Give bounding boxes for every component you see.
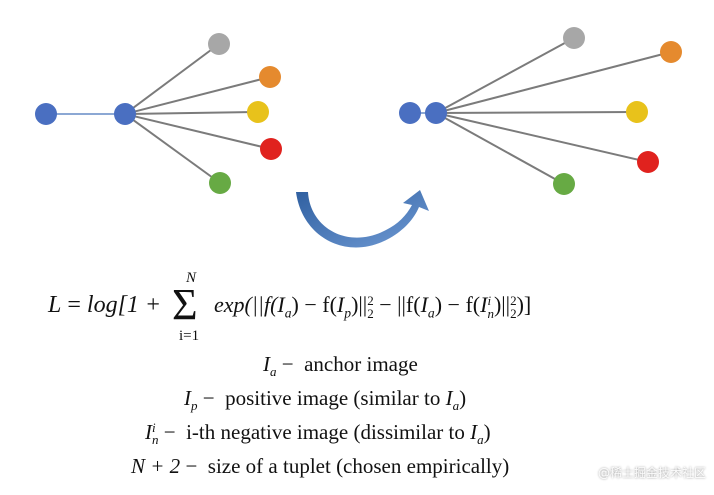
edge-red bbox=[124, 113, 272, 150]
watermark: @稀土掘金技术社区 bbox=[597, 466, 706, 480]
green-node bbox=[209, 172, 231, 194]
yellow-node bbox=[626, 101, 648, 123]
legend-anchor: Ia − anchor image bbox=[263, 352, 418, 380]
sum-lower-limit: i=1 bbox=[179, 328, 200, 344]
edge-green bbox=[435, 112, 565, 185]
anchor-node bbox=[399, 102, 421, 124]
edge-red bbox=[435, 112, 649, 163]
red-node bbox=[637, 151, 659, 173]
edge-yellow bbox=[124, 111, 259, 115]
edge-yellow bbox=[435, 111, 638, 114]
gray-node bbox=[208, 33, 230, 55]
positive-node bbox=[425, 102, 447, 124]
edge-green bbox=[124, 113, 221, 184]
anchor-node bbox=[35, 103, 57, 125]
legend-positive: Ip − positive image (similar to Ia) bbox=[184, 386, 467, 414]
formula-left: L = log[1 + bbox=[48, 292, 162, 318]
sum-upper-limit: N bbox=[186, 270, 197, 286]
edge-gray bbox=[124, 43, 220, 115]
tuplet-diagram bbox=[35, 27, 682, 248]
gray-node bbox=[563, 27, 585, 49]
orange-node bbox=[660, 41, 682, 63]
green-node bbox=[553, 173, 575, 195]
edge-gray bbox=[435, 37, 575, 114]
left-graph bbox=[35, 33, 282, 194]
legend-tuplet-size: N + 2 − size of a tuplet (chosen empiric… bbox=[131, 454, 510, 478]
positive-node bbox=[114, 103, 136, 125]
orange-node bbox=[259, 66, 281, 88]
edge-orange bbox=[124, 76, 271, 115]
sum-symbol: Σ bbox=[172, 280, 198, 329]
red-node bbox=[260, 138, 282, 160]
edge-orange bbox=[435, 51, 672, 114]
yellow-node bbox=[247, 101, 269, 123]
right-graph bbox=[399, 27, 682, 195]
curved-arrow-icon bbox=[296, 190, 429, 248]
